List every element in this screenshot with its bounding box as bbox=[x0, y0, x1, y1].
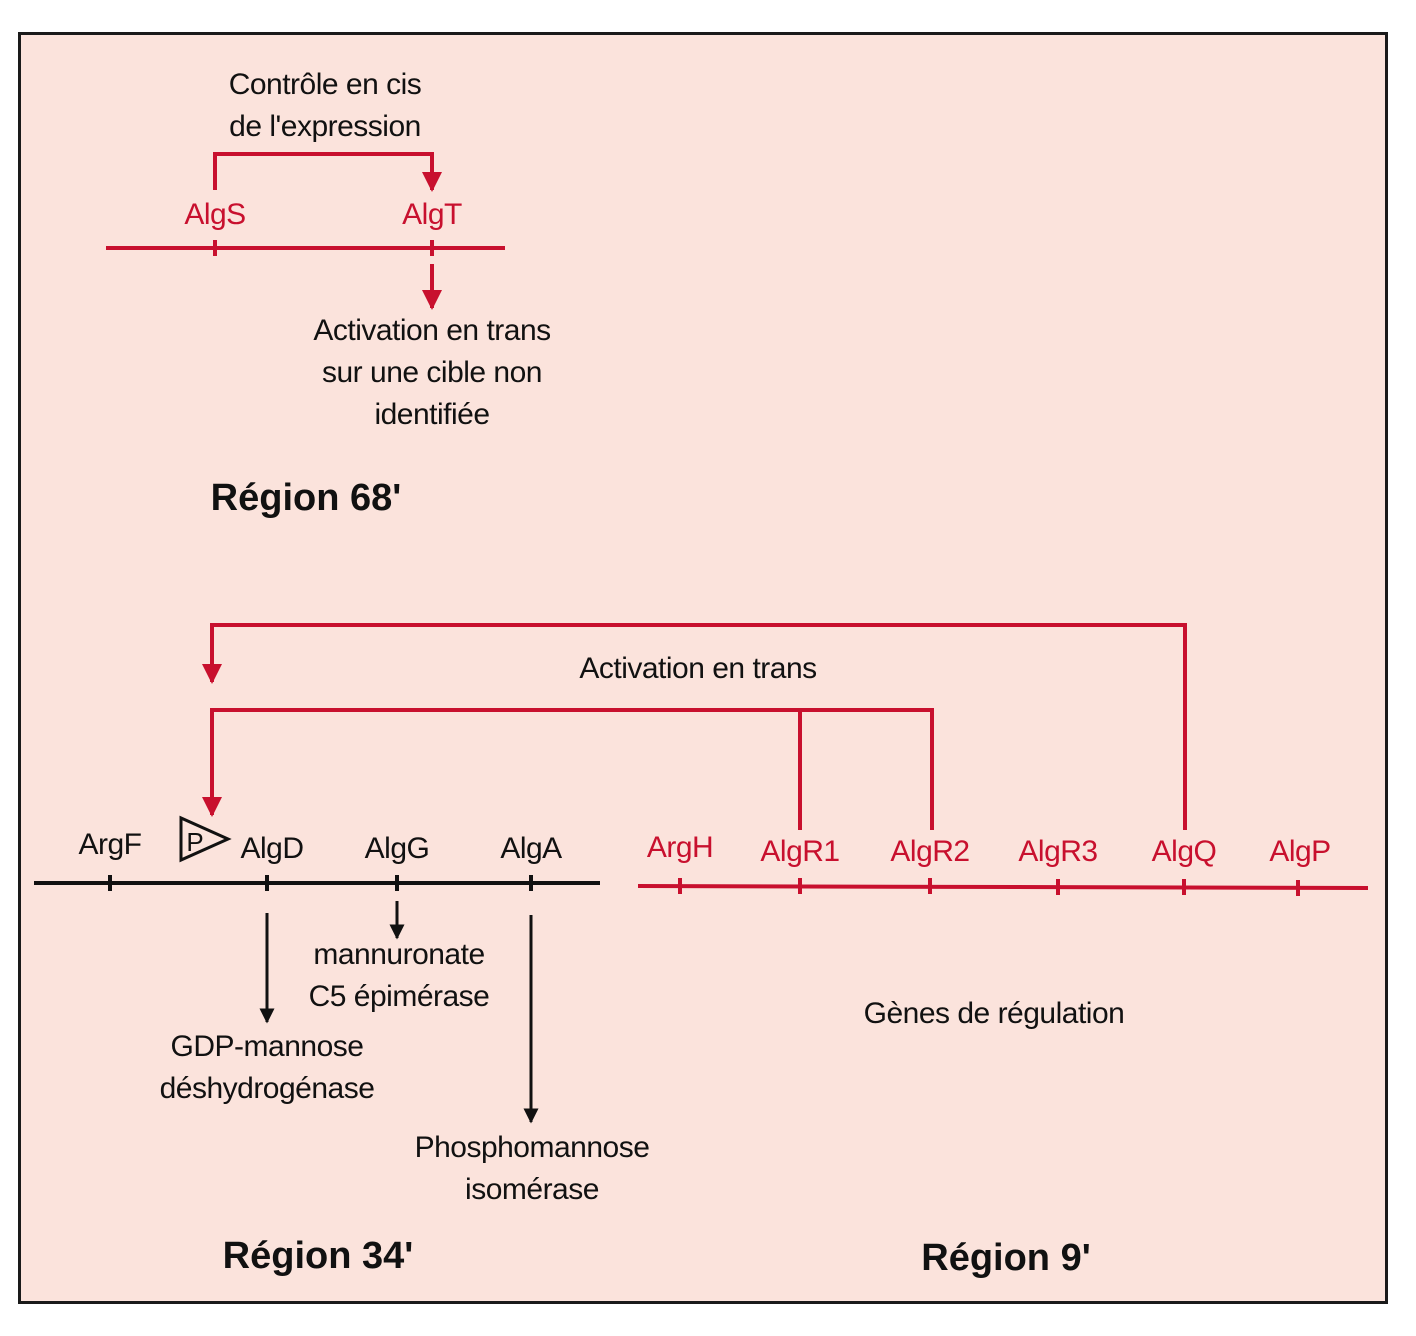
region-9-title: Région 9' bbox=[921, 1237, 1091, 1279]
region-9: ArgH AlgR1 AlgR2 AlgR3 AlgQ AlgP Gènes d… bbox=[637, 831, 1369, 1279]
trans-target-label-line1: Activation en trans bbox=[313, 314, 550, 347]
gene-algg-label: AlgG bbox=[365, 832, 430, 865]
region-34: ArgF P AlgD AlgG AlgA mannuronate C5 épi… bbox=[34, 815, 650, 1277]
algg-product-line2: C5 épimérase bbox=[309, 980, 490, 1013]
gene-algt-label: AlgT bbox=[402, 198, 462, 231]
gene-alga-label: AlgA bbox=[500, 832, 562, 865]
chromosome-line-9 bbox=[637, 884, 1369, 890]
region-34-title: Région 34' bbox=[223, 1235, 414, 1277]
cis-control-arrow bbox=[213, 152, 442, 192]
gene-argh-label: ArgH bbox=[647, 831, 713, 864]
promoter-icon: P bbox=[179, 815, 232, 863]
alga-product-line2: isomérase bbox=[465, 1173, 599, 1206]
algq-activation-arrow bbox=[202, 623, 1187, 830]
trans-target-label-line2: sur une cible non bbox=[322, 356, 542, 389]
gene-algs-label: AlgS bbox=[184, 198, 245, 231]
cis-control-label-line1: Contrôle en cis bbox=[229, 68, 422, 101]
algd-product-line1: GDP-mannose bbox=[171, 1030, 364, 1063]
trans-activation-label: Activation en trans bbox=[579, 652, 816, 685]
gene-algr2-label: AlgR2 bbox=[890, 835, 969, 868]
gene-algr1-label: AlgR1 bbox=[760, 835, 839, 868]
algd-product-line2: déshydrogénase bbox=[160, 1072, 375, 1105]
region-68-title: Région 68' bbox=[211, 477, 402, 519]
algg-product-line1: mannuronate bbox=[313, 938, 484, 971]
alga-product-line1: Phosphomannose bbox=[415, 1131, 650, 1164]
algr-activation-arrow bbox=[202, 708, 934, 830]
promoter-label: P bbox=[186, 827, 203, 857]
region-68: Contrôle en cis de l'expression AlgS Alg… bbox=[106, 68, 551, 519]
gene-algd-label: AlgD bbox=[240, 832, 303, 865]
gene-algp-label: AlgP bbox=[1269, 835, 1330, 868]
trans-activation-connectors: Activation en trans bbox=[202, 623, 1187, 830]
diagram-frame bbox=[18, 32, 1388, 1304]
gene-argf-label: ArgF bbox=[78, 828, 141, 861]
gene-algr3-label: AlgR3 bbox=[1018, 835, 1097, 868]
regulation-genes-caption: Gènes de régulation bbox=[864, 997, 1125, 1030]
trans-target-label-line3: identifiée bbox=[374, 398, 489, 431]
gene-algq-label: AlgQ bbox=[1152, 835, 1217, 868]
cis-control-label-line2: de l'expression bbox=[229, 110, 421, 143]
